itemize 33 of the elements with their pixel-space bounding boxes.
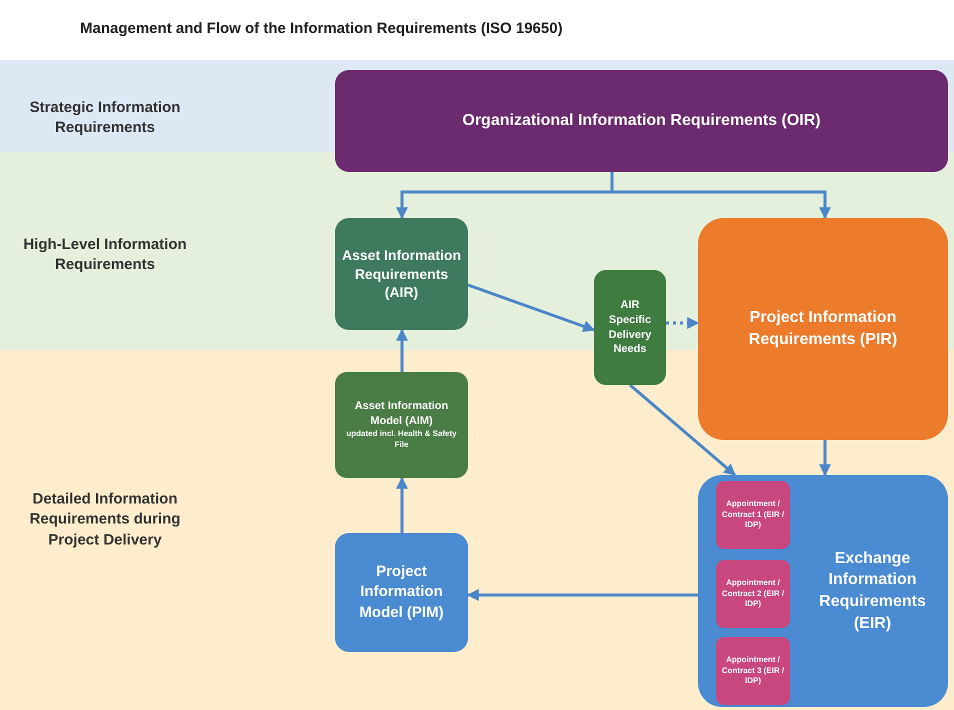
box-label: Appointment / Contract 3 (EIR / IDP) — [720, 654, 786, 688]
diagram-title: Management and Flow of the Information Requirements (ISO 19650) — [80, 20, 563, 37]
box-note: updated incl. Health & Safety File — [345, 429, 458, 451]
band-label: Strategic Information Requirements — [28, 98, 182, 138]
box-label: AIR Specific Delivery Needs — [608, 298, 652, 358]
arrow — [396, 476, 408, 533]
arrow — [666, 317, 700, 329]
box-label: Exchange Information Requirements (EIR) — [818, 548, 927, 634]
sub-box — [716, 637, 790, 705]
arrow — [610, 172, 831, 220]
arrow — [629, 384, 736, 476]
process-box — [698, 475, 948, 707]
box-label: Asset Information Model (AIM) — [354, 399, 450, 430]
sub-box — [716, 481, 790, 549]
box-label: Project Information Model (PIM) — [358, 562, 445, 623]
process-box — [594, 270, 666, 385]
sub-box — [716, 560, 790, 628]
process-box — [335, 218, 468, 330]
arrow — [466, 589, 698, 601]
arrow — [468, 284, 596, 332]
box-label: Appointment / Contract 2 (EIR / IDP) — [720, 578, 786, 610]
band-label: High-Level Information Requirements — [22, 234, 188, 275]
box-label: Appointment / Contract 1 (EIR / IDP) — [720, 498, 786, 532]
arrow — [819, 440, 831, 476]
process-box — [698, 218, 948, 440]
process-box — [335, 70, 948, 172]
box-label: Organizational Information Requirements (OIR) — [462, 111, 821, 132]
arrow — [396, 328, 408, 372]
process-box — [335, 533, 468, 652]
box-label: Asset Information Requirements (AIR) — [340, 246, 462, 302]
box-label: Project Information Requirements (PIR) — [748, 308, 898, 350]
band-label: Detailed Information Requirements during Project Delivery — [28, 490, 182, 550]
process-box — [335, 372, 468, 478]
